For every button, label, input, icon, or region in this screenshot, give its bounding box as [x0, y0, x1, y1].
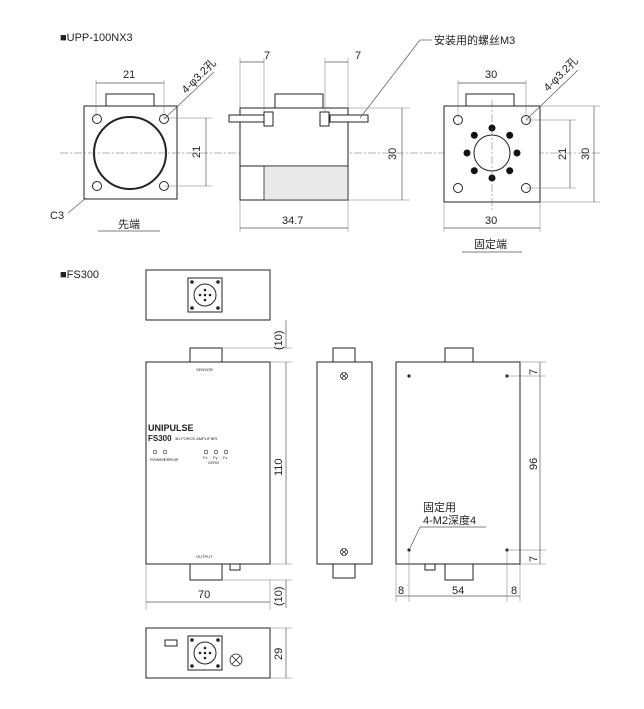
fs-back-left-dim: 8 — [398, 585, 404, 597]
upp-back-hole-leader — [525, 69, 579, 121]
upp-side-height-dim: 30 — [387, 148, 399, 160]
fs-side-body — [316, 361, 373, 565]
fs-back-body — [395, 361, 521, 565]
fs-front-body — [145, 361, 271, 565]
upp-chamfer-label: C3 — [50, 210, 64, 222]
upp-back-hole-bl — [453, 183, 463, 193]
fs-back-hole-tl — [407, 374, 411, 378]
fs-fix-note-1: 固定用 — [423, 500, 456, 514]
fs-output-label: OUTPUT — [196, 554, 213, 559]
fs-front-bottom-connector — [189, 563, 223, 581]
fs-back-bottom-dim: 7 — [528, 556, 540, 562]
fs-fix-leader — [409, 526, 421, 549]
upp-back-connector — [465, 93, 515, 107]
fs-back-top-connector — [444, 347, 474, 363]
fs-back-top-dim: 7 — [528, 369, 540, 375]
fs-back-width-dim: 54 — [452, 585, 464, 597]
upp-front-height-dim: 21 — [191, 146, 203, 158]
fs-subtitle: 3D FORCE AMPLIFIER — [175, 436, 217, 441]
fs-fix-note-2: 4-M2深度4 — [423, 513, 476, 527]
upp-front-hole-leader — [163, 71, 215, 120]
fs-sensor-label: SENSOR — [196, 367, 213, 372]
upp-back-view: 30 4-φ3.2孔 21 30 30 固定端 — [443, 54, 600, 253]
upp-front-hole-note: 4-φ3.2孔 — [179, 56, 219, 96]
upp-back-hole-note: 4-φ3.2孔 — [541, 54, 581, 94]
upp-back-width-dim-2: 30 — [485, 215, 497, 227]
fs-top-view — [145, 269, 271, 321]
upp-front-hole-tl — [92, 114, 102, 124]
fs-fy-label: Fy — [213, 455, 217, 460]
fs-side-top-connector — [332, 347, 356, 363]
fs-front-width-dim: 70 — [198, 589, 210, 601]
fs-front-height-dim: 110 — [273, 458, 285, 476]
upp-back-inner-height-dim: 21 — [557, 148, 569, 160]
upp-front-caption: 先端 — [118, 218, 140, 231]
upp-side-width-dim: 34.7 — [282, 215, 303, 227]
fs-title: ■FS300 — [60, 269, 99, 281]
fs-power-label: POWER — [150, 457, 165, 462]
upp-back-caption: 固定端 — [474, 237, 507, 251]
fs-front-top-dim: (10) — [273, 330, 285, 350]
fs-side-bottom-connector — [332, 563, 356, 579]
upp-side-view: 7 7 安装用的螺丝M3 30 34.7 — [228, 33, 515, 232]
fs-back-right-dim: 8 — [511, 585, 517, 597]
fs-bottom-height-dim: 29 — [273, 648, 285, 660]
fs-back-view: 固定用 4-M2深度4 7 96 7 8 54 8 — [395, 347, 546, 602]
upp-side-left-dim: 7 — [264, 50, 270, 62]
fs-brand: UNIPULSE — [148, 423, 194, 433]
fs-front-top-connector — [189, 347, 223, 363]
upp-side-right-dim: 7 — [355, 50, 361, 62]
upp-front-view: 21 21 4-φ3.2孔 C3 先端 — [50, 56, 219, 232]
fs-front-bottom-dim: (10) — [273, 586, 285, 606]
upp-back-height-dim: 30 — [580, 148, 592, 160]
fs-side-view — [316, 347, 373, 579]
fs-error-label: ERROR — [164, 457, 179, 462]
upp-chamfer-leader — [67, 197, 87, 214]
fs-bottom-port — [164, 639, 178, 647]
upp-side-screw-left — [228, 114, 268, 123]
upp-front-connector — [105, 93, 155, 107]
upp-side-connector — [274, 93, 324, 109]
upp-title: ■UPP-100NX3 — [60, 32, 133, 44]
upp-screw-leader — [359, 39, 421, 119]
upp-side-screw-note: 安装用的螺丝M3 — [434, 33, 515, 47]
fs-front-view: SENSOR UNIPULSE FS300 3D FORCE AMPLIFIER… — [145, 320, 292, 610]
fs-back-bottom-connector — [444, 563, 474, 581]
fs-zero-label: ZERO — [208, 460, 219, 465]
upp-side-screw-right — [329, 114, 369, 123]
fs-back-height-dim: 96 — [528, 458, 540, 470]
fs-fx-label: Fx — [203, 455, 207, 460]
upp-back-bolt-circle — [463, 124, 521, 182]
fs-bottom-view: 29 — [145, 627, 292, 679]
upp-front-width-dim: 21 — [123, 69, 135, 81]
upp-front-hole-bl — [92, 181, 102, 191]
fs-model: FS300 — [148, 434, 172, 443]
fs-fz-label: Fz — [223, 455, 227, 460]
upp-back-width-dim: 30 — [485, 69, 497, 81]
